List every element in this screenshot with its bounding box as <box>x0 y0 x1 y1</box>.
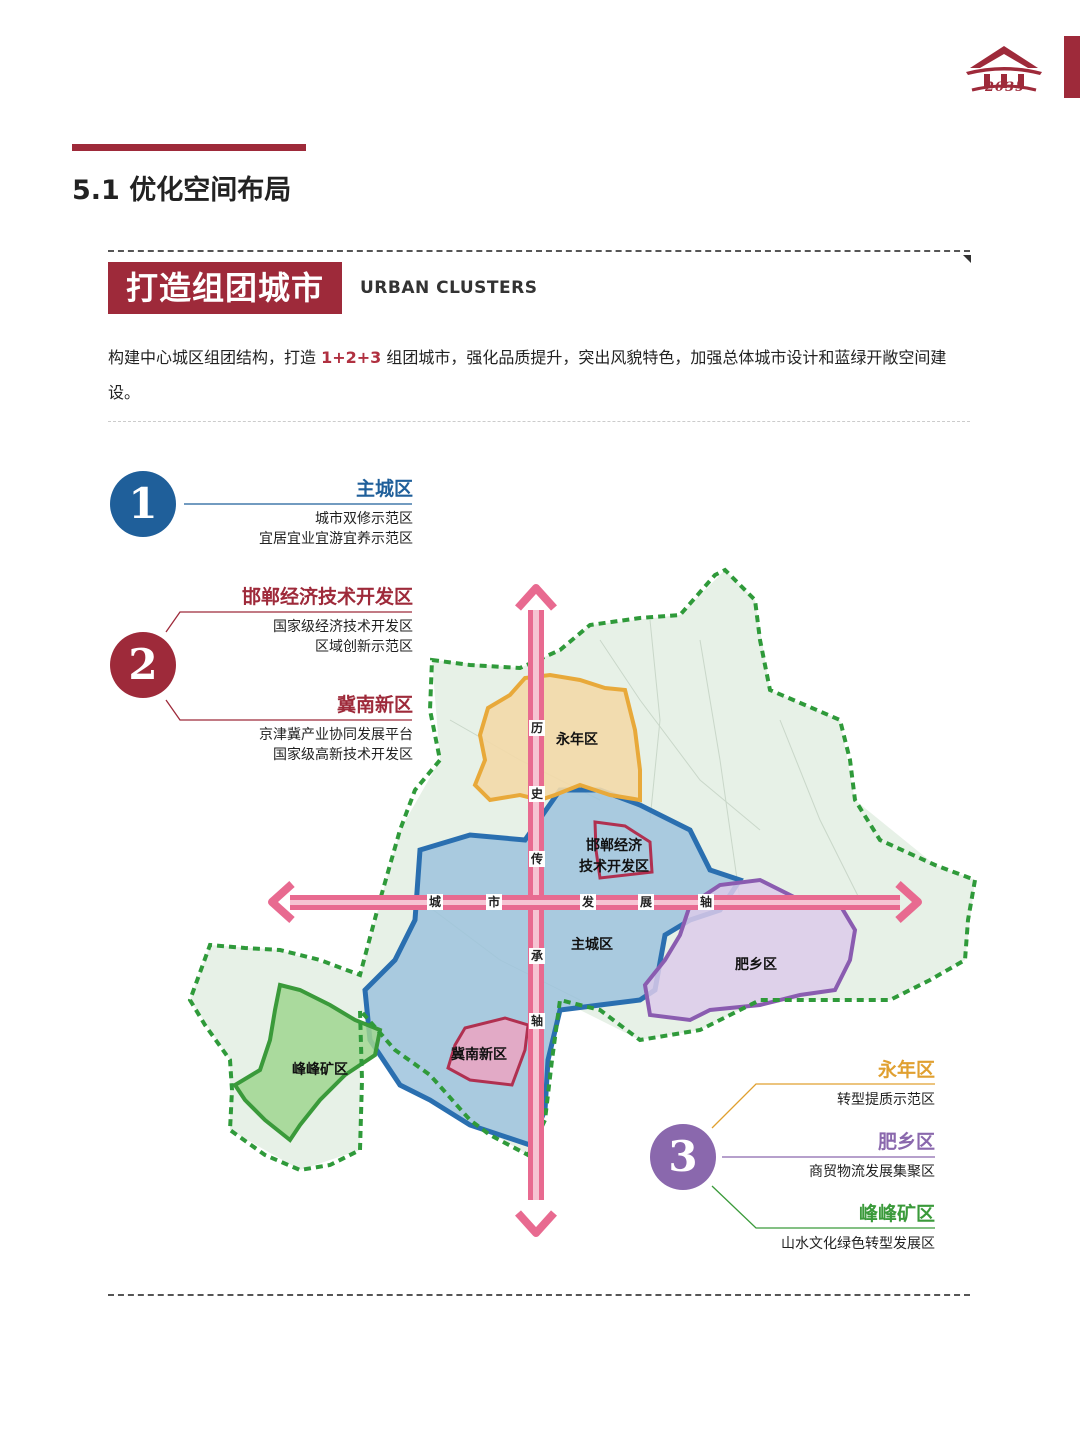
header-side-bar <box>1064 36 1080 98</box>
horizontal-axis-char: 轴 <box>698 894 715 910</box>
label-kaifaqu-line1: 邯郸经济 <box>586 838 642 854</box>
section-accent-bar <box>72 144 306 151</box>
legend-title-kaifaqu: 邯郸经济技术开发区 <box>241 586 413 608</box>
label-fengfeng: 峰峰矿区 <box>292 1062 348 1078</box>
horizontal-axis-char: 市 <box>486 894 503 910</box>
legend-desc-line: 山水文化绿色转型发展区 <box>781 1236 935 1252</box>
intro-text-before: 构建中心城区组团结构，打造 <box>108 348 322 367</box>
legend-connectors <box>165 503 935 1229</box>
zone-feixiang <box>642 877 858 1023</box>
horizontal-axis-char: 展 <box>638 894 655 910</box>
horizontal-axis-char: 城 <box>427 894 444 910</box>
banner-subtitle-en: URBAN CLUSTERS <box>360 278 538 298</box>
legend-desc-line: 国家级高新技术开发区 <box>273 747 413 763</box>
vertical-axis-char: 史 <box>529 786 546 802</box>
intro-highlight: 1+2+3 <box>321 348 382 367</box>
vertical-axis-char: 承 <box>529 948 546 964</box>
zone-jinan <box>446 1016 530 1087</box>
legend-title-feixiang: 肥乡区 <box>877 1131 935 1153</box>
bottom-dashed-divider <box>108 1294 970 1296</box>
legend-desc-line: 京津冀产业协同发展平台 <box>259 727 413 743</box>
corner-triangle-icon <box>963 255 971 263</box>
label-kaifaqu-line2: 技术开发区 <box>579 859 649 875</box>
vertical-axis-char: 传 <box>529 851 546 867</box>
legend-title-zhucheng: 主城区 <box>355 478 413 500</box>
group-number-2-badge: 2 <box>110 632 176 698</box>
vertical-axis-char: 轴 <box>529 1013 546 1029</box>
zone-fengfeng <box>232 982 383 1143</box>
logo-year: 2035 <box>985 80 1026 95</box>
logo-pavilion-icon <box>966 46 1042 92</box>
zone-kaifaqu <box>593 820 654 880</box>
intro-paragraph: 构建中心城区组团结构，打造 1+2+3 组团城市，强化品质提升，突出风貌特色，加… <box>108 340 970 410</box>
legend-desc-line: 宜居宜业宜游宜养示范区 <box>259 531 413 547</box>
section-title: 5.1 优化空间布局 <box>72 175 292 206</box>
label-feixiang: 肥乡区 <box>735 957 777 973</box>
intro-text-after: 组团城市，强化品质提升，突出风貌特色，加强总体城市设计和蓝绿开敞空间建设。 <box>108 348 947 402</box>
city-boundary <box>187 567 978 1173</box>
vertical-axis-char: 历 <box>529 720 546 736</box>
group-number-3-badge: 3 <box>650 1124 716 1190</box>
legend-desc-line: 转型提质示范区 <box>837 1092 935 1108</box>
intro-divider <box>108 421 970 422</box>
legend-desc-line: 商贸物流发展集聚区 <box>809 1164 935 1180</box>
banner-title: 打造组团城市 <box>108 262 342 314</box>
legend-title-fengfeng: 峰峰矿区 <box>858 1203 935 1225</box>
label-zhucheng: 主城区 <box>571 937 613 953</box>
label-yongnian: 永年区 <box>556 732 598 748</box>
horizontal-axis-char: 发 <box>580 894 597 910</box>
legend-title-yongnian: 永年区 <box>877 1059 935 1081</box>
legend-desc-line: 国家级经济技术开发区 <box>273 619 413 635</box>
legend-desc-line: 城市双修示范区 <box>315 511 413 527</box>
legend-title-jinan: 冀南新区 <box>336 694 413 716</box>
label-jinan: 冀南新区 <box>451 1047 507 1063</box>
legend-desc-line: 区域创新示范区 <box>315 639 413 655</box>
group-number-1-badge: 1 <box>110 471 176 537</box>
zone-yongnian <box>472 672 642 803</box>
top-dashed-divider <box>108 250 970 252</box>
